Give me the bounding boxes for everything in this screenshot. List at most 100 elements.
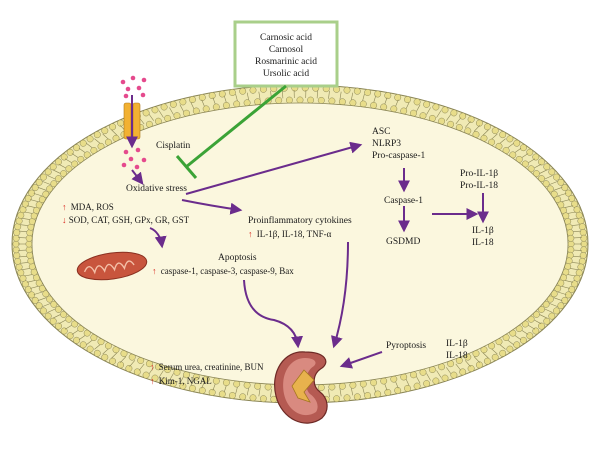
arrow-cytokines-to-kidney: [331, 241, 349, 349]
lipid-tail: [394, 380, 399, 389]
lipid-head: [384, 388, 392, 396]
mda-ros-line: ↑ MDA, ROS: [62, 202, 114, 212]
lipid-head: [328, 97, 336, 105]
lipid-head: [577, 263, 585, 271]
lipid-head: [557, 302, 565, 310]
lipid-head: [55, 175, 62, 183]
lipid-tail: [569, 218, 579, 220]
lipid-head: [564, 291, 572, 299]
lipid-head: [432, 103, 440, 111]
lipid-head: [79, 341, 87, 349]
lipid-tail: [566, 211, 576, 214]
lipid-head: [475, 119, 483, 127]
lipid-head: [86, 135, 94, 143]
lipid-head: [566, 251, 574, 259]
lipid-head: [142, 109, 150, 117]
lipid-head: [109, 357, 117, 365]
lipid-head: [450, 109, 458, 117]
lipid-head: [359, 100, 367, 108]
lipid-head: [169, 380, 177, 388]
lipid-tail: [394, 99, 399, 108]
label-proinflammatory: Proinflammatory cytokines: [248, 215, 352, 226]
lipid-head: [222, 379, 230, 387]
lipid-head: [513, 341, 521, 349]
lipid-head: [24, 195, 32, 202]
lipid-tail: [102, 133, 110, 140]
lipid-head: [499, 131, 507, 139]
lipid-tail: [52, 169, 61, 174]
lipid-head: [542, 300, 550, 308]
lipid-tail: [58, 163, 67, 169]
lipid-head: [561, 184, 569, 192]
lipid-head: [506, 345, 514, 353]
lipid-head: [579, 229, 587, 236]
lipid-head: [568, 195, 576, 202]
lipid-head: [228, 392, 236, 399]
lipid-head: [254, 382, 262, 390]
lipid-head: [259, 395, 267, 403]
lipid-head: [527, 165, 535, 173]
lipid-head: [580, 246, 588, 254]
lipid-head: [239, 393, 247, 401]
lipid-tail: [570, 262, 580, 264]
lipid-tail: [455, 363, 462, 371]
lipid-tail: [169, 107, 174, 115]
lipid-head: [44, 168, 52, 176]
lipid-tail: [24, 211, 34, 214]
lipid-head: [343, 394, 351, 402]
lipid-head: [13, 229, 21, 236]
lipid-head: [179, 382, 187, 390]
lipid-head: [40, 307, 47, 315]
label-il-18-inner: IL-18: [472, 238, 494, 248]
lipid-head: [79, 139, 87, 147]
label-gsdmd: GSDMD: [386, 237, 420, 247]
lipid-head: [28, 291, 36, 299]
lipid-tail: [520, 329, 529, 335]
lipid-head: [233, 380, 241, 388]
lipid-tail: [527, 324, 536, 330]
lipid-tail: [350, 92, 354, 101]
lipid-head: [328, 383, 336, 391]
lipid-head: [380, 377, 388, 385]
lipid-head: [249, 394, 257, 402]
lipid-head: [548, 312, 556, 320]
lipid-head: [483, 123, 491, 131]
lipid-head: [25, 240, 33, 248]
lipid-head: [151, 374, 159, 382]
lipid-tail: [549, 181, 558, 185]
lipid-head: [12, 234, 20, 242]
lipid-head: [567, 234, 575, 242]
compound-2: Carnosol: [269, 45, 304, 55]
lipid-head: [538, 322, 545, 330]
lipid-head: [17, 269, 25, 277]
compound-3: Rosmarinic acid: [255, 57, 317, 67]
lipid-tail: [47, 175, 56, 180]
lipid-head: [349, 381, 357, 389]
lipid-head: [519, 144, 527, 152]
proinflammatory-line: ↑ IL-1β, IL-18, TNF-α: [248, 229, 332, 239]
lipid-tail: [64, 324, 73, 330]
lipid-tail: [58, 319, 67, 325]
compound-4: Ursolic acid: [263, 69, 309, 79]
lipid-head: [370, 379, 378, 387]
lipid-head: [317, 384, 325, 392]
lipid-head: [450, 371, 458, 379]
lipid-tail: [148, 367, 154, 375]
arrow-to-mitochondrion: [149, 227, 167, 249]
lipid-head: [364, 89, 372, 96]
lipid-tail: [246, 92, 250, 101]
lipid-tail: [405, 378, 410, 387]
compound-1: Carnosic acid: [260, 33, 312, 43]
lipid-head: [475, 361, 483, 369]
lipid-tail: [21, 218, 31, 220]
lipid-head: [101, 353, 109, 361]
lipid-head: [557, 178, 565, 186]
lipid-tail: [20, 224, 30, 226]
lipid-head: [218, 390, 226, 398]
lipid-tail: [482, 129, 489, 136]
lipid-head: [151, 106, 159, 114]
lipid-tail: [179, 104, 185, 113]
lipid-tail: [571, 255, 582, 258]
lipid-head: [483, 357, 491, 365]
lipid-head: [40, 173, 47, 181]
